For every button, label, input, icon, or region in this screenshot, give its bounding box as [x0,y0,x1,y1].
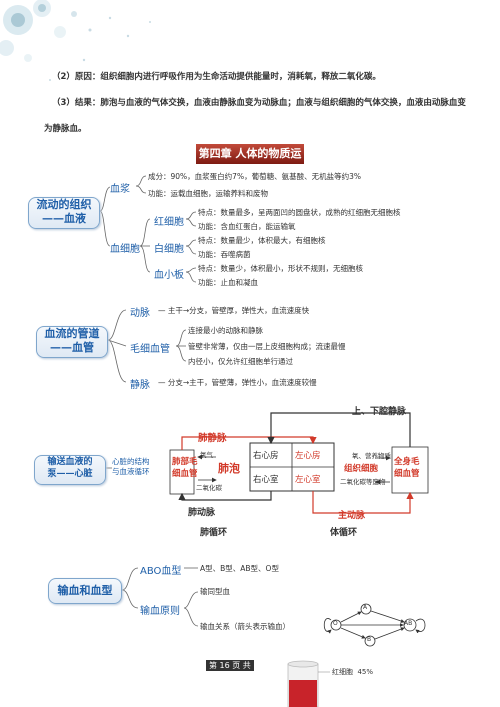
plasma-label: 血浆 [110,184,130,195]
platelet-label: 血小板 [154,270,184,281]
oxygen-label: 氧气 [200,451,213,459]
connector-icon: — [158,306,168,315]
principle-2: 输血关系（箭头表示输血） [200,622,290,631]
flower-decoration-icon [0,0,77,62]
left-atrium-label: 左心房 [295,451,321,461]
test-tube-icon [287,660,319,707]
principle-label: 输血原则 [140,606,180,617]
platelet-function: 功能：止血和凝血 [198,278,258,287]
wbc-feature: 特点：数量最少，体积最大，有细胞核 [198,236,326,245]
blood-type-node-o: O [333,620,338,627]
result-text: （3）结果：肺泡与血液的气体交换，血液由静脉血变为动脉血；血液与组织细胞的气体交… [52,98,466,108]
capillary-label: 毛细血管 [130,344,170,355]
capillary-description-1: 连接最小的动脉和静脉 [188,326,263,335]
blood-cells-label: 血细胞 [110,244,140,255]
nutrients-label: 氧、营养物质 [352,452,391,460]
heart-root-node: 输送血液的 泵——心脏 [34,455,106,485]
co2-label: 二氧化碳 [196,484,222,492]
abo-types: A型、B型、AB型、O型 [200,564,279,573]
waste-label: 二氧化碳等废物 [340,478,386,486]
capillary-description-3: 内径小，仅允许红细胞单行通过 [188,357,293,366]
right-atrium-label: 右心房 [253,451,279,461]
chapter-title: 第四章 人体的物质运输 [196,144,304,180]
left-ventricle-label: 左心室 [295,475,321,485]
rbc-label: 红细胞 [154,217,184,228]
rbc-feature: 特点：数量最多，呈两面凹的圆盘状，成熟的红细胞无细胞核 [198,208,401,217]
tissue-cells-label: 组织细胞 [344,464,379,474]
connector-icon: — [158,378,168,387]
alveoli-label: 肺泡 [218,462,240,475]
pulmonary-vein-label: 肺静脉 [198,433,227,444]
blood-type-node-a: A [363,604,368,611]
blood-type-node-ab: AB [404,620,413,627]
wbc-label: 白细胞 [154,244,184,255]
sparkle-icon [49,16,151,81]
page-number: 第 16 页 共 [206,660,254,671]
wbc-function: 功能：吞噬病菌 [198,250,251,259]
principle-1: 输同型血 [200,587,230,596]
right-ventricle-label: 右心室 [253,475,279,485]
vessels-root-node: 血流的管道 ——血管 [36,326,108,358]
plasma-composition: 成分：90%，血浆蛋白约7%，葡萄糖、氨基酸、无机盐等约3% [148,172,361,181]
abo-label: ABO血型 [140,566,182,577]
aorta-label: 主动脉 [338,511,366,521]
vein-label: 静脉 [130,380,150,391]
blood-type-node-b: B [367,636,372,643]
rbc-function: 功能：含血红蛋白，能运输氧 [198,222,296,231]
transfusion-root-node: 输血和血型 [48,578,122,604]
vena-cava-label: 上、下腔静脉 [352,407,407,417]
plasma-function: 功能：运载血细胞，运输养料和废物 [148,189,268,198]
result-text-cont: 为静脉血。 [44,124,87,134]
pulmonary-artery-label: 肺动脉 [188,508,216,518]
platelet-feature: 特点：数量少，体积最小，形状不规则，无细胞核 [198,264,363,273]
lung-capillary-label: 肺部毛 细血管 [172,457,198,479]
capillary-description-2: 管壁非常薄，仅由一层上皮细胞构成；流速最慢 [188,342,346,351]
pulmonary-circulation-label: 肺循环 [200,528,228,538]
blood-root-node: 流动的组织 ——血液 [28,197,100,229]
heart-sub-node: 心脏的结构 与血液循环 [112,457,150,476]
systemic-circulation-label: 体循环 [330,528,358,538]
artery-label: 动脉 [130,308,150,319]
rbc-footer-label: 红细胞 45% [332,668,374,676]
artery-description: — 主干→分支，管壁厚，弹性大，血流速度快 [158,306,310,315]
reason-text: （2）原因：组织细胞内进行呼吸作用为生命活动提供能量时，消耗氧，释放二氧化碳。 [52,72,381,82]
vein-description: — 分支→主干，管壁薄，弹性小，血流速度较慢 [158,378,317,387]
body-capillary-label: 全身毛 细血管 [394,457,420,479]
